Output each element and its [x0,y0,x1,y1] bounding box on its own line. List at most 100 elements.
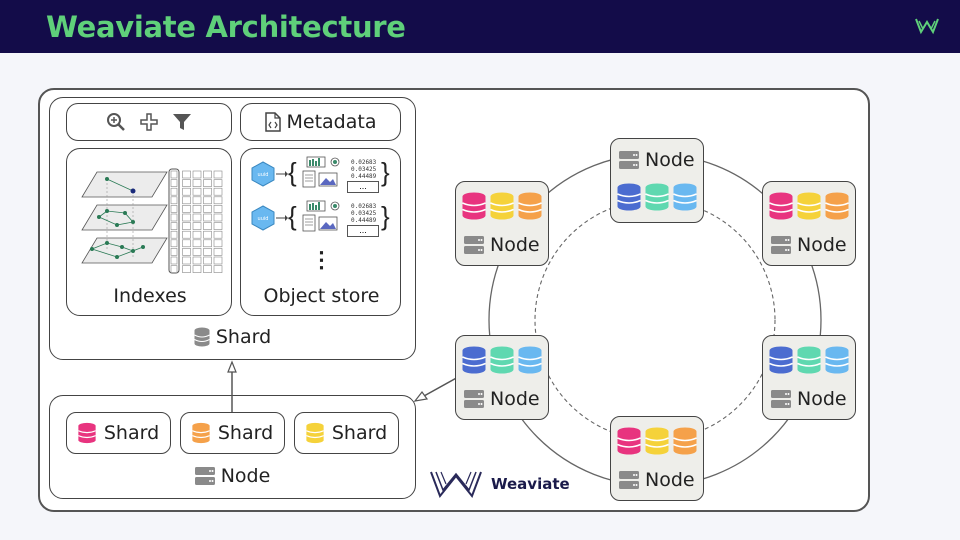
search-icon [107,113,125,131]
node-title: Node [619,469,695,491]
arrow-icon [276,215,288,221]
cluster-node: Node [610,138,704,223]
object-store-box: uuid { 0.02683 0.03425 0.44489 ... } uui… [240,148,401,316]
plus-icon [140,113,158,131]
node-shards [769,192,849,220]
database-icon [617,427,641,455]
shard-label: Shard [215,326,272,348]
open-brace: { [288,201,297,231]
node-shard-box: Shard [294,412,399,454]
uuid-hexagon-icon: uuid [251,161,275,187]
vector-values: 0.02683 0.03425 0.44489 [351,159,377,180]
node-title: Node [619,149,695,171]
node-shard-label: Shard [331,422,388,444]
database-icon [673,183,697,211]
database-icon [77,422,96,444]
hnsw-index-icon [81,168,223,274]
database-icon [194,327,210,347]
filter-icon [173,114,191,130]
server-icon [464,236,484,254]
node-shards [617,183,697,211]
uuid-hexagon-icon: uuid [251,205,275,231]
image-doc-icons [302,156,340,188]
brand-name: Weaviate [491,475,570,493]
database-icon [462,192,486,220]
shard-caption: Shard [49,325,416,349]
node-title: Node [464,234,540,256]
database-icon [769,192,793,220]
cluster-node: Node [762,335,856,420]
metadata-label: Metadata [286,111,377,133]
cluster-node-label: Node [645,469,695,491]
node-shard-label: Shard [103,422,160,444]
vector-values: 0.02683 0.03425 0.44489 [351,203,377,224]
cluster-node: Node [455,181,549,266]
server-icon [771,390,791,408]
node-shards [462,192,542,220]
database-icon [797,192,821,220]
cluster-node: Node [455,335,549,420]
server-icon [464,390,484,408]
svg-text:uuid: uuid [258,172,269,178]
cluster-node-label: Node [490,234,540,256]
weaviate-logo-icon [430,471,482,498]
object-entry-1: uuid { 0.02683 0.03425 0.44489 ... } [251,156,396,195]
weaviate-brand: Weaviate [428,466,570,502]
cluster-node: Node [610,416,704,501]
cluster-node-label: Node [797,388,847,410]
database-icon [645,427,669,455]
indexes-label: Indexes [113,285,187,307]
indexes-box: Indexes [66,148,232,316]
database-icon [305,422,324,444]
database-icon [518,346,542,374]
database-icon [825,192,849,220]
cluster-node-label: Node [645,149,695,171]
close-brace: } [381,157,390,187]
server-icon [194,467,215,485]
slide-title: Weaviate Architecture [46,10,406,44]
node-title: Node [771,234,847,256]
close-brace: } [381,201,390,231]
cluster-node: Node [762,181,856,266]
node-title: Node [464,388,540,410]
database-icon [769,346,793,374]
svg-text:uuid: uuid [258,216,269,222]
node-shards [617,427,697,455]
server-icon [619,151,639,169]
database-icon [797,346,821,374]
node-label: Node [220,465,271,487]
weaviate-logo-icon [915,18,939,35]
server-icon [771,236,791,254]
object-entry-2: uuid { 0.02683 0.03425 0.44489 ... } [251,200,396,239]
code-file-icon [264,112,281,132]
node-shard-box: Shard [180,412,285,454]
database-icon [673,427,697,455]
database-icon [462,346,486,374]
node-title: Node [771,388,847,410]
database-icon [191,422,210,444]
cluster-node-label: Node [797,234,847,256]
database-icon [617,183,641,211]
database-icon [490,192,514,220]
arrow-icon [276,171,288,177]
ellipsis-box: ... [347,181,379,193]
node-shards [462,346,542,374]
query-tools-box [66,103,232,141]
object-store-label: Object store [263,285,380,307]
database-icon [825,346,849,374]
image-doc-icons [302,200,340,232]
node-shards [769,346,849,374]
database-icon [490,346,514,374]
server-icon [619,471,639,489]
ellipsis-box: ... [347,225,379,237]
cluster-node-label: Node [490,388,540,410]
header-bar: Weaviate Architecture [0,0,960,53]
node-caption: Node [49,464,416,488]
database-icon [645,183,669,211]
node-shard-box: Shard [66,412,171,454]
vertical-ellipsis: ⋮ [310,247,333,272]
database-icon [518,192,542,220]
metadata-box: Metadata [240,103,401,141]
node-shard-label: Shard [217,422,274,444]
open-brace: { [288,157,297,187]
